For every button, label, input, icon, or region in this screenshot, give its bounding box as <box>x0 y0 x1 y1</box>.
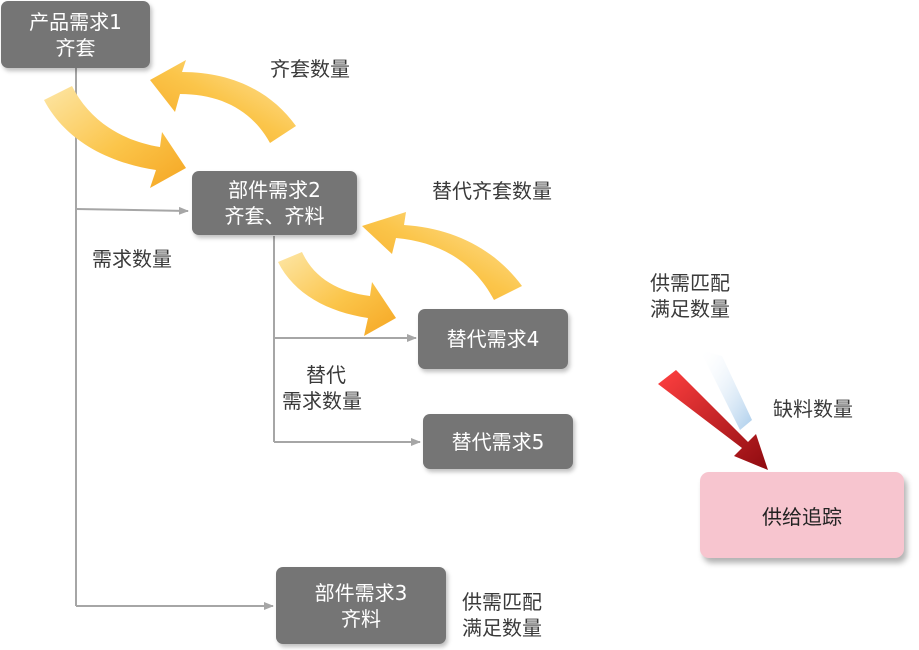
label-kit-qty-text: 齐套数量 <box>270 57 350 81</box>
node-alt-demand-5[interactable]: 替代需求5 <box>423 414 573 469</box>
label-match-qty-right-line1: 供需匹配 <box>650 271 730 295</box>
node-alt-demand-4-label: 替代需求4 <box>446 327 540 351</box>
yellow-arrows <box>44 60 522 336</box>
shortage-arrow <box>658 350 768 470</box>
label-demand-qty: 需求数量 <box>92 246 172 272</box>
label-match-qty-right: 供需匹配 满足数量 <box>650 270 730 322</box>
shortage-glow <box>700 350 752 430</box>
label-alt-demand-qty-line1: 替代 <box>306 363 346 387</box>
connector-to-part-demand-2 <box>75 206 189 215</box>
node-product-demand-1-line1: 产品需求1 <box>29 9 122 34</box>
node-alt-demand-4[interactable]: 替代需求4 <box>418 309 568 369</box>
connectors <box>75 68 421 610</box>
node-alt-demand-5-label: 替代需求5 <box>451 429 545 454</box>
shortage-arrow-body <box>658 370 768 470</box>
label-alt-demand-qty-line2: 需求数量 <box>282 389 362 413</box>
node-part-demand-3[interactable]: 部件需求3 齐料 <box>276 567 446 644</box>
label-match-qty-bottom-line2: 满足数量 <box>462 616 542 640</box>
node-part-demand-2-line2: 齐套、齐料 <box>224 204 325 228</box>
alt-kit-qty-arrow-up <box>362 212 522 300</box>
kit-qty-arrow-up <box>150 60 296 143</box>
label-match-qty-bottom-line1: 供需匹配 <box>462 590 542 614</box>
label-match-qty-bottom: 供需匹配 满足数量 <box>462 589 542 641</box>
label-demand-qty-text: 需求数量 <box>92 247 172 271</box>
label-alt-demand-qty: 替代 需求数量 <box>282 362 362 414</box>
node-product-demand-1[interactable]: 产品需求1 齐套 <box>1 1 150 68</box>
demand-arrow-down <box>44 86 186 188</box>
node-part-demand-3-line1: 部件需求3 <box>314 580 408 605</box>
alt-demand-arrow-down <box>278 252 396 336</box>
node-part-demand-2-line1: 部件需求2 <box>228 178 321 202</box>
label-shortage-qty: 缺料数量 <box>773 396 853 422</box>
node-part-demand-3-line2: 齐料 <box>341 606 381 631</box>
node-supply-tracking[interactable]: 供给追踪 <box>700 472 904 558</box>
label-alt-kit-qty: 替代齐套数量 <box>432 178 552 204</box>
node-product-demand-1-line2: 齐套 <box>55 35 96 60</box>
label-shortage-qty-text: 缺料数量 <box>773 397 853 421</box>
node-part-demand-2[interactable]: 部件需求2 齐套、齐料 <box>192 171 357 235</box>
label-alt-kit-qty-text: 替代齐套数量 <box>432 179 552 203</box>
node-supply-tracking-label: 供给追踪 <box>762 504 842 529</box>
label-kit-qty: 齐套数量 <box>270 56 350 82</box>
label-match-qty-right-line2: 满足数量 <box>650 297 730 321</box>
